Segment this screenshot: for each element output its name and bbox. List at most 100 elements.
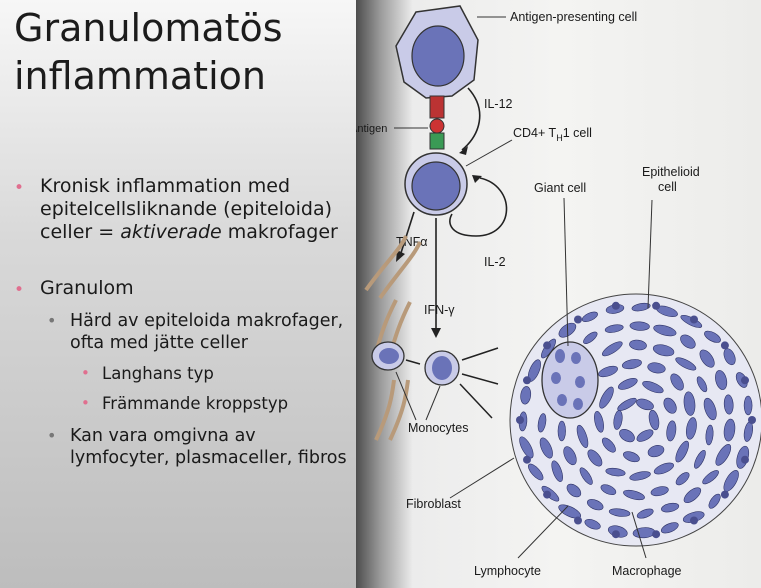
lymphocyte: [741, 376, 749, 385]
epithelioid-cell: [653, 324, 677, 337]
epithelioid-cell: [619, 428, 635, 443]
epithelioid-cell: [608, 508, 631, 517]
tnf-arrow: [399, 211, 415, 257]
epithelioid-cell: [648, 409, 660, 431]
monocytes-leader-line: [425, 385, 441, 421]
epithelioid-cell: [675, 440, 689, 463]
il12-arrow: [461, 87, 481, 151]
epithelioid-cell: [631, 302, 651, 312]
bullet-dot-icon: •: [47, 311, 57, 330]
epithelioid-cell: [660, 522, 679, 534]
tnf-arrowhead-icon: [396, 250, 405, 262]
lymphocyte: [690, 315, 698, 324]
slide-title: Granulomatös inflammation: [14, 4, 354, 100]
epithelioid-cell: [581, 311, 598, 322]
bullet-dot-icon: •: [14, 280, 25, 300]
apc-label: Antigen-presenting cell: [510, 10, 637, 24]
lymphocyte: [523, 376, 531, 385]
bullet-dot-icon: •: [14, 178, 25, 198]
sub-bullet-text: Härd av epiteloida makrofager, ofta med …: [70, 311, 344, 353]
epithelioid-cell: [583, 331, 598, 344]
epithelioid-cell: [683, 487, 702, 504]
epithelioid-cell: [563, 446, 577, 466]
granuloma-outline: [509, 293, 761, 547]
th1-nucleus: [411, 161, 461, 211]
bullet-granulom: • Granulom: [10, 277, 350, 300]
apc-nucleus: [411, 25, 465, 87]
epithelioid-leader-line: [647, 199, 653, 309]
epithelioid-cell: [600, 484, 617, 496]
epithelioid-label-line-1: Epithelioid: [642, 165, 700, 179]
epithelioid-cell: [708, 493, 721, 509]
epithelioid-cell: [602, 341, 623, 357]
epithelioid-cell: [617, 397, 637, 411]
epithelioid-cell: [680, 334, 696, 349]
epithelioid-cell: [636, 508, 654, 519]
bullet-dot-icon: •: [47, 426, 57, 445]
ifn-arrowhead-icon: [431, 328, 441, 338]
epithelioid-cell: [617, 378, 638, 390]
epithelioid-cell: [528, 463, 544, 481]
epithelioid-cell: [636, 398, 654, 411]
lymphocyte: [652, 530, 661, 539]
giant-cell-label: Giant cell: [534, 181, 586, 195]
lymphocyte: [652, 301, 661, 310]
epithelioid-cell: [599, 386, 614, 409]
epithelioid-cell: [683, 391, 696, 416]
epithelioid-cell: [670, 373, 684, 391]
epithelioid-cell: [623, 489, 645, 501]
monocyte-arrow: [405, 359, 421, 365]
monocytes-label: Monocytes: [408, 421, 468, 435]
macrophage-label: Macrophage: [612, 564, 682, 578]
figure-panel: Antigen-presenting cell Antigen IL-12 CD…: [356, 0, 761, 588]
bullet-dot-icon: •: [81, 394, 90, 412]
epithelioid-cell: [675, 472, 690, 486]
epithelioid-cell: [702, 470, 719, 485]
epithelioid-cell: [715, 370, 728, 390]
monocyte-arrow: [459, 383, 493, 419]
epithelioid-cell: [666, 420, 677, 442]
antigen-icon: [429, 118, 445, 134]
epithelioid-cell: [629, 339, 647, 351]
lymphocyte: [720, 490, 729, 499]
epithelioid-cell: [629, 471, 651, 481]
epithelioid-cell: [623, 451, 640, 463]
epithelioid-cell: [566, 483, 582, 498]
lymphocyte: [523, 455, 531, 464]
epithelioid-cell: [715, 444, 732, 466]
giant-cell-leader-line: [563, 197, 569, 347]
epithelioid-cell: [594, 411, 604, 433]
lymphocyte: [611, 530, 620, 539]
title-line-2: inflammation: [14, 54, 266, 98]
tcr-receptor: [429, 132, 445, 150]
epithelioid-cell: [584, 519, 601, 530]
il12-arrowhead-icon: [459, 146, 468, 155]
lymphocyte: [516, 416, 524, 424]
bullet-chronic-inflammation: • Kronisk inflammation med epitelcellsli…: [10, 175, 350, 244]
il2-arrow: [449, 177, 508, 237]
monocyte-arrow: [461, 347, 499, 361]
lymphocyte: [748, 416, 756, 424]
epithelioid-cell: [704, 330, 721, 343]
giant-cell: [541, 341, 599, 419]
lymphocyte-label: Lymphocyte: [474, 564, 541, 578]
bullet-emphasis: aktiverade: [120, 221, 222, 243]
epithelioid-cell: [642, 381, 664, 394]
sub-sub-bullet-langhans: • Langhans typ: [10, 364, 350, 384]
epithelioid-cell: [621, 359, 642, 370]
epithelioid-cell: [653, 462, 674, 475]
text-panel: Granulomatös inflammation • Kronisk infl…: [0, 0, 356, 588]
epithelioid-cell: [647, 445, 665, 458]
cd4-leader-line: [465, 139, 513, 167]
epithelioid-cell: [557, 420, 566, 442]
lymphocyte: [574, 516, 582, 525]
sub-bullet-surrounded: • Kan vara omgivna av lymfocyter, plasma…: [10, 425, 350, 469]
epithelioid-cell: [629, 321, 650, 331]
lymphocyte: [543, 490, 552, 499]
sub-bullet-focus: • Härd av epiteloida makrofager, ofta me…: [10, 310, 350, 354]
epithelioid-cell: [650, 486, 669, 497]
sub-sub-bullet-text: Langhans typ: [102, 364, 214, 383]
il2-label: IL-2: [484, 255, 506, 269]
vessel-wall: [364, 235, 422, 300]
epithelioid-cell: [605, 467, 626, 477]
